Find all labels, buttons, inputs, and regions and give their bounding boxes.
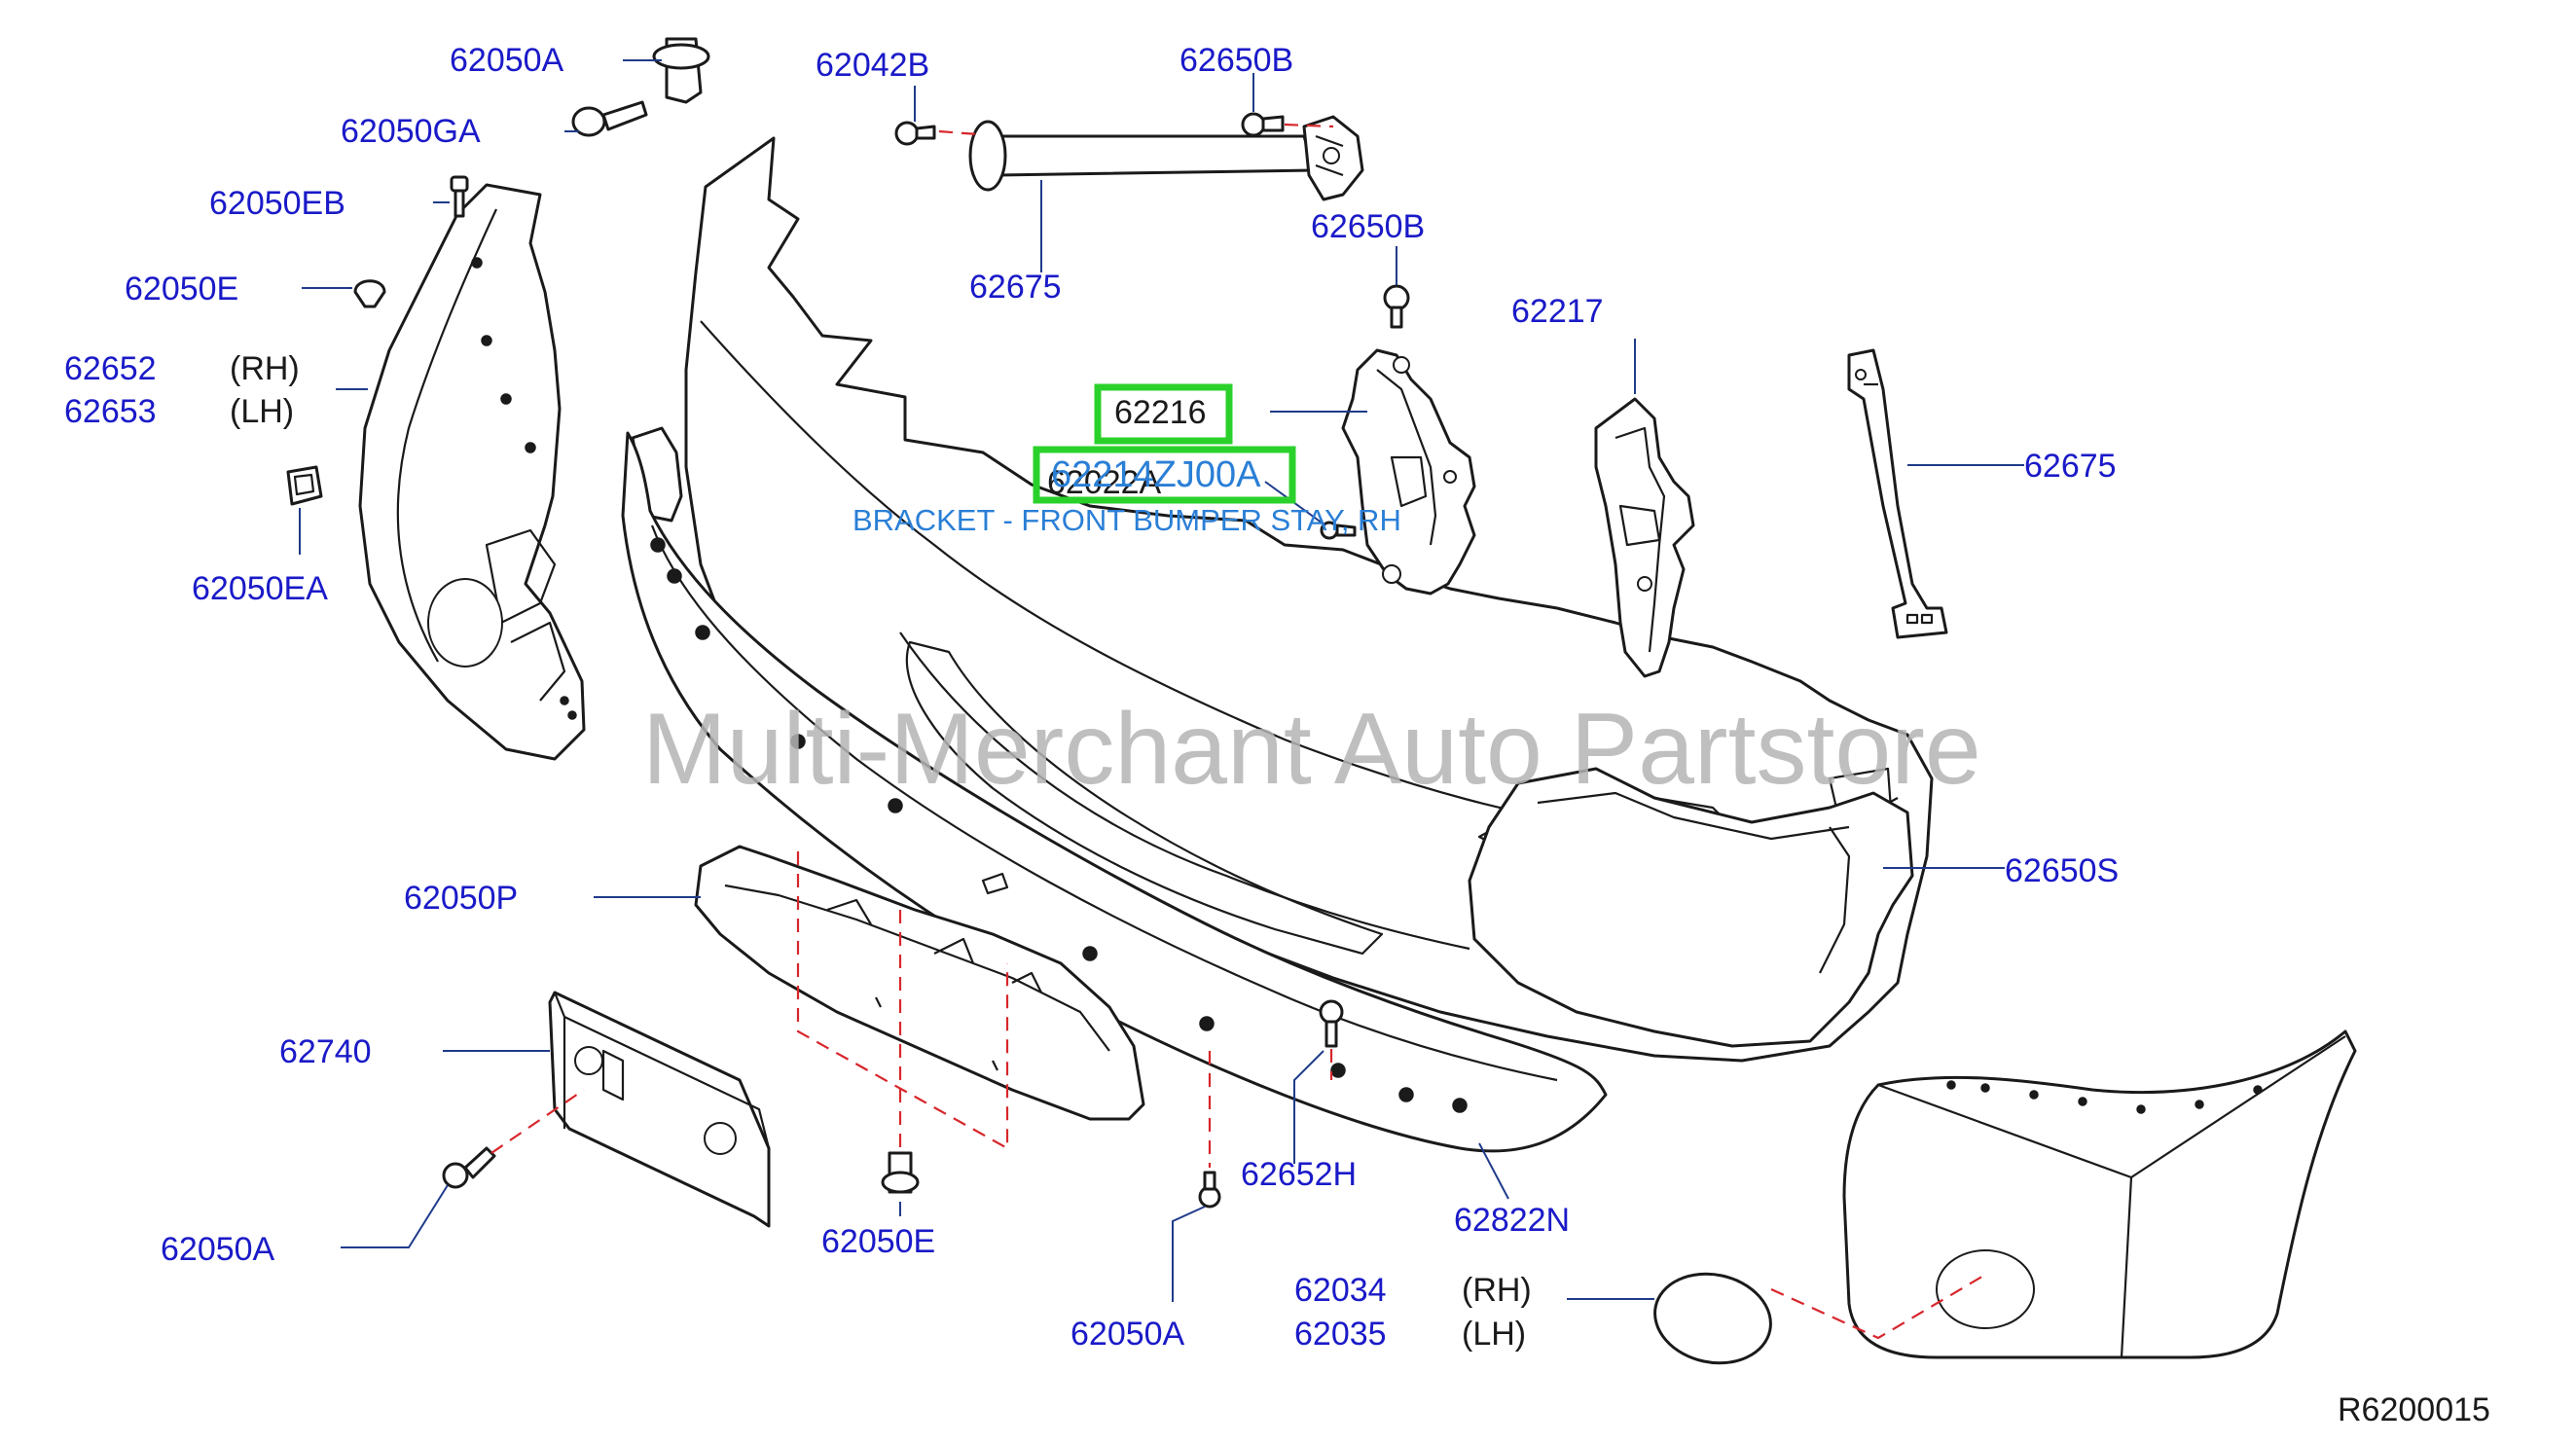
reinforcement-bar-top: [968, 115, 1364, 201]
fastener-62050A-top: [652, 37, 710, 104]
label-62050P[interactable]: 62050P: [404, 880, 518, 917]
label-62035[interactable]: 62035: [1294, 1316, 1387, 1353]
fastener-62050EA: [286, 465, 323, 506]
label-62675-top[interactable]: 62675: [969, 269, 1062, 306]
label-62050E-bottom[interactable]: 62050E: [821, 1223, 935, 1260]
fastener-62050E-bottom: [881, 1151, 920, 1194]
label-62650B-mid[interactable]: 62650B: [1311, 208, 1425, 245]
label-62652H[interactable]: 62652H: [1241, 1156, 1357, 1193]
label-62034[interactable]: 62034: [1294, 1272, 1387, 1309]
fog-lamp-cover: [1653, 1272, 1772, 1365]
label-62050EA[interactable]: 62050EA: [192, 570, 328, 607]
label-62740[interactable]: 62740: [279, 1033, 372, 1070]
bumper-end-cap: [1842, 1029, 2357, 1359]
label-62650B-top[interactable]: 62650B: [1179, 42, 1293, 79]
label-62822N[interactable]: 62822N: [1454, 1202, 1570, 1239]
fastener-62042B: [894, 121, 936, 146]
label-62653[interactable]: 62653: [64, 393, 157, 430]
fastener-62650B-mid: [1383, 284, 1410, 329]
watermark-text: Multi-Merchant Auto Partstore: [642, 693, 1981, 806]
label-62050A-top[interactable]: 62050A: [450, 42, 564, 79]
fastener-62652H: [1319, 999, 1344, 1048]
label-62050A-bottom-left[interactable]: 62050A: [161, 1231, 275, 1268]
label-62217[interactable]: 62217: [1511, 293, 1604, 330]
highlight-box-62216[interactable]: [1094, 383, 1233, 445]
highlight-box-part-number[interactable]: [1033, 446, 1296, 504]
label-62650S[interactable]: 62650S: [2005, 852, 2119, 889]
label-62652[interactable]: 62652: [64, 350, 157, 387]
selected-part-highlight[interactable]: 62214ZJ00A BRACKET - FRONT BUMPER STAY, …: [853, 383, 1401, 537]
highlight-part-number[interactable]: 62214ZJ00A: [1051, 454, 1261, 495]
fastener-62022A: [1320, 521, 1357, 540]
fastener-62050A-bottom: [1198, 1171, 1221, 1209]
lower-lip-molding: [621, 431, 1608, 1153]
assembly-dashed-lines: [490, 123, 1986, 1340]
label-62022A[interactable]: 62022A: [1047, 464, 1162, 501]
label-62675-right[interactable]: 62675: [2024, 448, 2117, 485]
label-62050A-bottom[interactable]: 62050A: [1070, 1316, 1185, 1353]
bracket-62216: [1341, 348, 1476, 596]
label-side-lh-left: (LH): [230, 393, 294, 430]
license-plate-bracket-62740: [548, 991, 771, 1228]
label-side-rh-bottom: (RH): [1462, 1272, 1532, 1309]
label-62042B[interactable]: 62042B: [816, 47, 929, 84]
side-bracket-62650S: [1468, 767, 1914, 1048]
label-side-lh-bottom: (LH): [1462, 1316, 1526, 1353]
fastener-62050A-bottom-left: [442, 1146, 496, 1189]
label-side-rh-left: (RH): [230, 350, 300, 387]
highlight-part-description: BRACKET - FRONT BUMPER STAY, RH: [853, 503, 1401, 537]
fastener-62650B-top: [1241, 112, 1285, 137]
label-62216[interactable]: 62216: [1114, 394, 1207, 431]
bracket-62217: [1594, 397, 1695, 678]
fastener-62050E-left: [353, 279, 386, 308]
label-62050E-left[interactable]: 62050E: [125, 271, 238, 307]
side-cover-left: [358, 183, 586, 761]
fastener-62050GA: [571, 100, 648, 137]
leader-lines: [299, 59, 2024, 1302]
reinforcement-bar-right: [1847, 348, 1948, 639]
label-62050EB[interactable]: 62050EB: [209, 185, 345, 222]
center-lower-grille-62050P: [694, 845, 1145, 1121]
fastener-62050EB: [450, 175, 469, 218]
label-62050GA[interactable]: 62050GA: [341, 113, 481, 150]
diagram-id: R6200015: [2338, 1391, 2490, 1428]
part-labels: 62050A 62050GA 62050EB 62050E 62652 (RH)…: [64, 42, 2490, 1428]
